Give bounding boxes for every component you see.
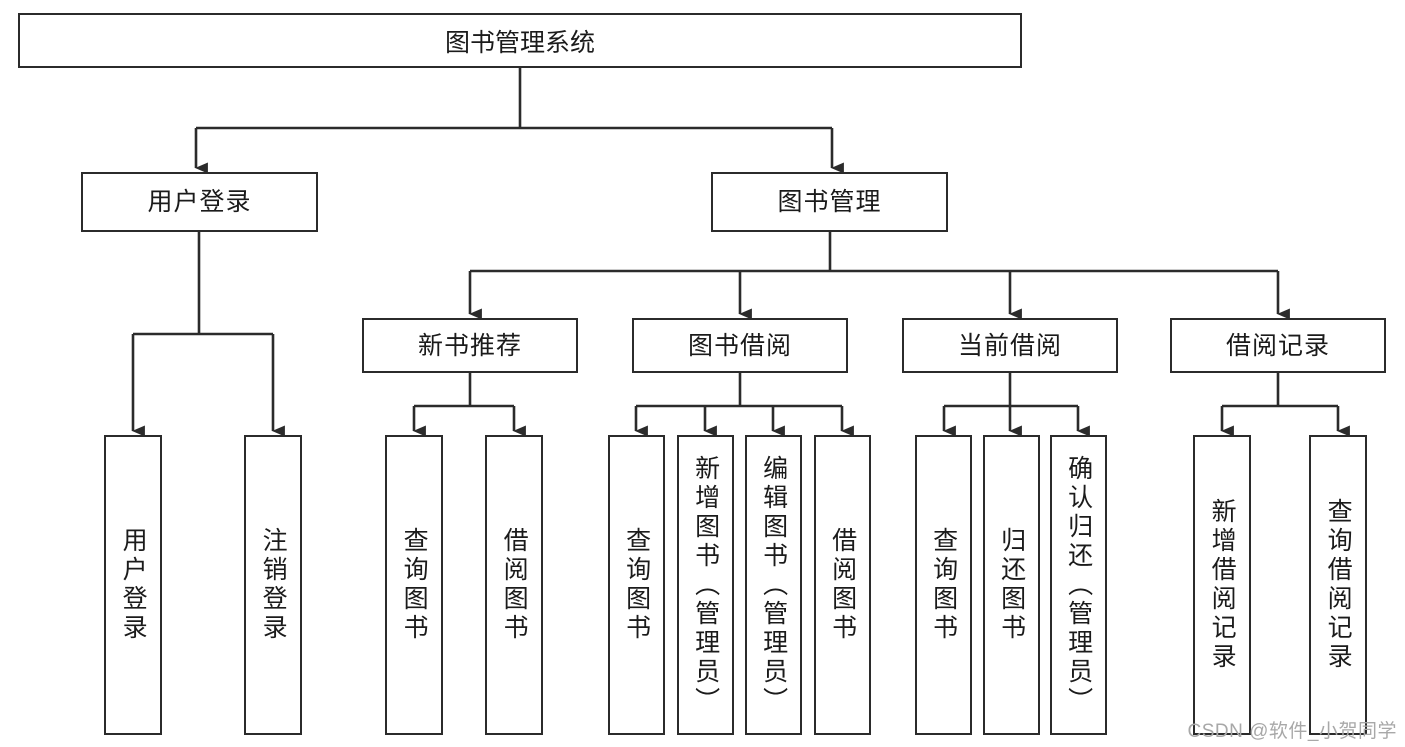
node-label: 图书管理系统 — [444, 28, 595, 57]
node-label: 用户登录 — [119, 527, 148, 643]
node-current-borrow[interactable]: 当前借阅 — [902, 318, 1118, 373]
leaf-logout[interactable]: 注销登录 — [244, 435, 302, 735]
leaf-borrow-book-new-rec[interactable]: 借阅图书 — [485, 435, 543, 735]
leaf-query-book-borrow[interactable]: 查询图书 — [608, 435, 665, 735]
leaf-user-login[interactable]: 用户登录 — [104, 435, 162, 735]
node-label: 图书借阅 — [687, 331, 792, 360]
leaf-confirm-return-admin[interactable]: 确认归还（管理员） — [1050, 435, 1107, 735]
node-label: 查询图书 — [929, 527, 958, 643]
leaf-query-book-new-rec[interactable]: 查询图书 — [385, 435, 443, 735]
node-label: 确认归还（管理员） — [1064, 454, 1093, 716]
leaf-query-book-current[interactable]: 查询图书 — [915, 435, 972, 735]
node-new-book-recommendation[interactable]: 新书推荐 — [362, 318, 578, 373]
leaf-add-book-admin[interactable]: 新增图书（管理员） — [677, 435, 734, 735]
node-label: 查询借阅记录 — [1324, 498, 1353, 672]
watermark: CSDN @软件_小贺同学 — [1187, 721, 1397, 742]
node-label: 编辑图书（管理员） — [759, 454, 788, 716]
leaf-borrow-book[interactable]: 借阅图书 — [814, 435, 871, 735]
node-label: 借阅图书 — [500, 527, 529, 643]
node-label: 查询图书 — [622, 527, 651, 643]
leaf-return-book[interactable]: 归还图书 — [983, 435, 1040, 735]
node-label: 图书管理 — [777, 188, 882, 216]
node-root-book-management-system[interactable]: 图书管理系统 — [18, 13, 1022, 68]
node-label: 新书推荐 — [417, 331, 522, 360]
node-book-borrow[interactable]: 图书借阅 — [632, 318, 848, 373]
node-label: 借阅图书 — [828, 527, 857, 643]
node-label: 查询图书 — [400, 527, 429, 643]
node-book-management[interactable]: 图书管理 — [711, 172, 948, 232]
node-label: 新增借阅记录 — [1208, 498, 1237, 672]
node-label: 新增图书（管理员） — [691, 454, 720, 716]
node-label: 归还图书 — [997, 527, 1026, 643]
leaf-query-borrow-record[interactable]: 查询借阅记录 — [1309, 435, 1367, 735]
node-label: 借阅记录 — [1225, 331, 1330, 360]
node-label: 注销登录 — [259, 527, 288, 643]
node-label: 当前借阅 — [957, 331, 1062, 360]
leaf-add-borrow-record[interactable]: 新增借阅记录 — [1193, 435, 1251, 735]
node-borrow-record[interactable]: 借阅记录 — [1170, 318, 1386, 373]
leaf-edit-book-admin[interactable]: 编辑图书（管理员） — [745, 435, 802, 735]
node-user-login[interactable]: 用户登录 — [81, 172, 318, 232]
node-label: 用户登录 — [147, 188, 252, 216]
